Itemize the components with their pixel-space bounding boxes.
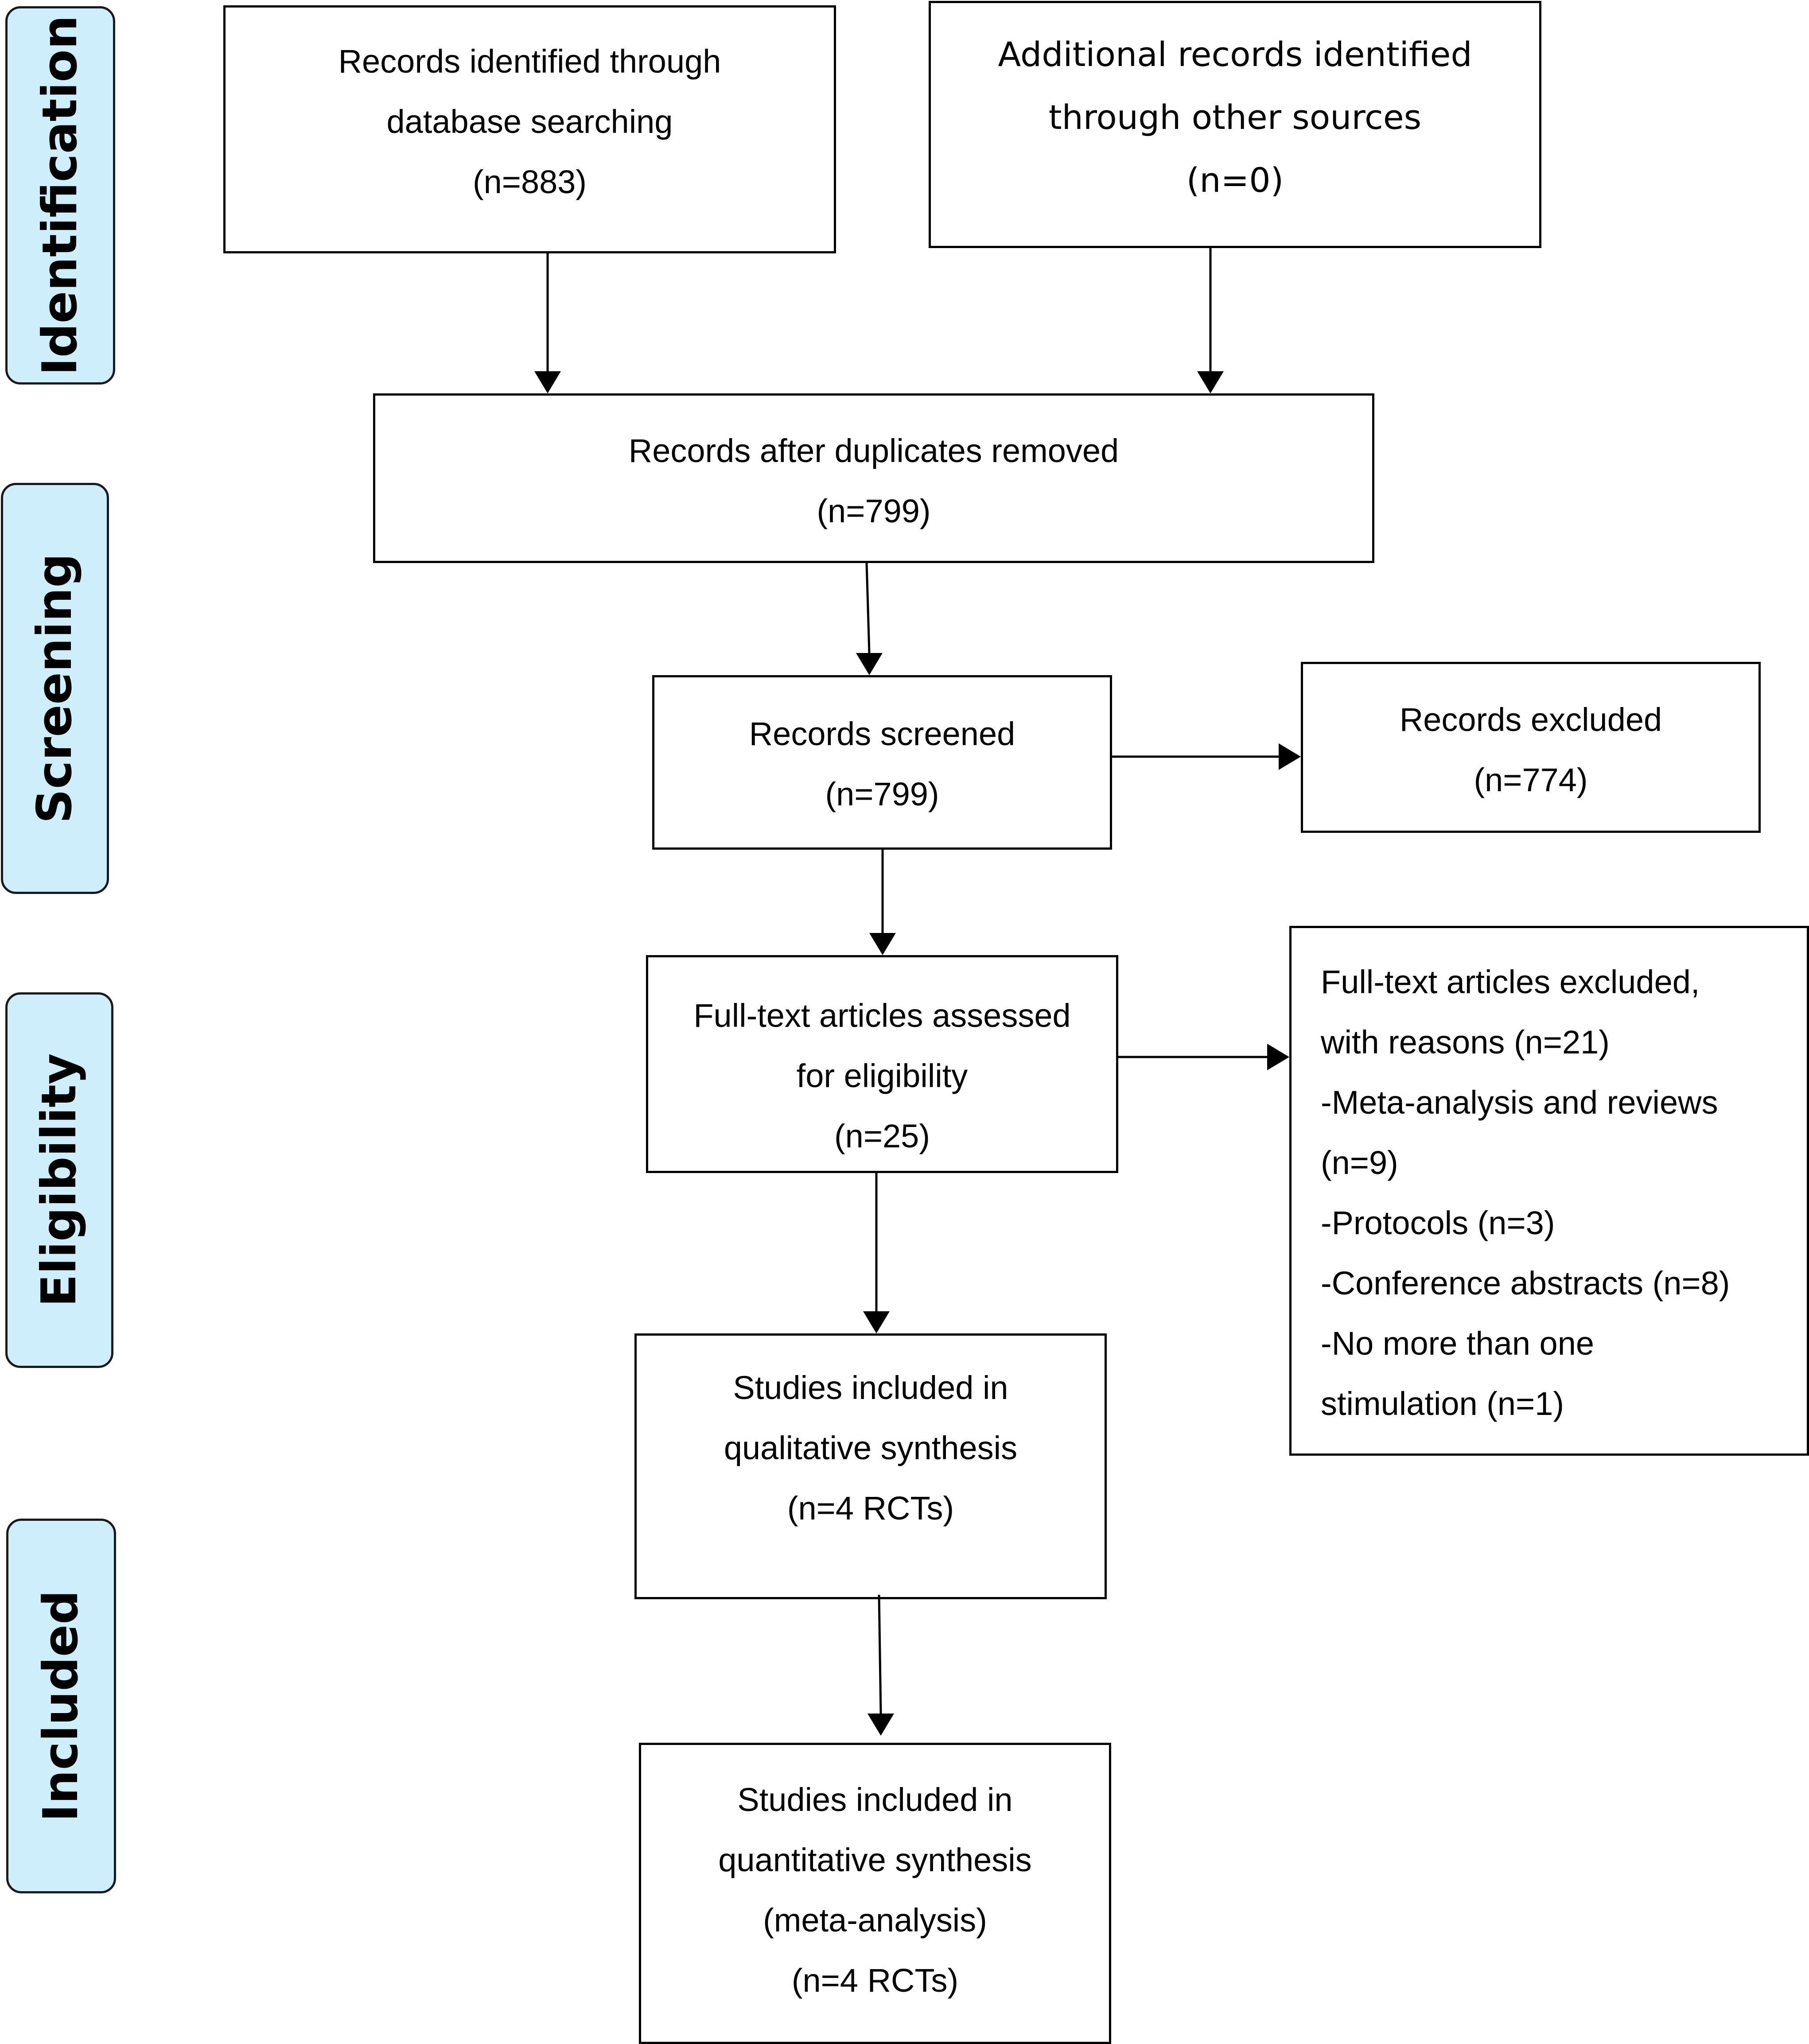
box-text-line: -Meta-analysis and reviews [1321,1084,1718,1121]
records-screened-box: Records screened (n=799) [652,675,1112,850]
box-text-line: (n=774) [1474,762,1588,798]
arrow-duplicates-to-screened [865,563,871,653]
box-text-line: (n=25) [834,1118,930,1154]
duplicates-removed-box: Records after duplicates removed (n=799) [373,393,1374,563]
qualitative-synthesis-box: Studies included in qualitative synthesi… [634,1333,1107,1599]
phase-screening: Screening [1,483,109,894]
database-records-box: Records identified through database sear… [223,5,836,253]
phase-included: Included [6,1519,116,1893]
box-text-line: database searching [386,103,673,140]
box-text-line: through other sources [1048,97,1422,137]
records-excluded-box: Records excluded (n=774) [1301,662,1761,833]
box-text-line: qualitative synthesis [724,1430,1018,1466]
box-text-line: (n=4 RCTs) [787,1490,954,1527]
fulltext-assessed-box: Full-text articles assessed for eligibil… [646,955,1118,1173]
box-text-line: -Protocols (n=3) [1321,1205,1555,1241]
fulltext-excluded-box: Full-text articles excluded, with reason… [1289,926,1809,1456]
box-text-line: Studies included in [737,1781,1013,1818]
box-text-line: (n=799) [817,493,931,529]
other-sources-box: Additional records identified through ot… [929,1,1541,248]
box-text-line: (n=4 RCTs) [791,1962,959,1999]
box-text-line: Records identified through [338,43,721,80]
phase-eligibility: Eligibility [5,992,113,1368]
box-text-line: -No more than one [1321,1325,1595,1362]
quantitative-synthesis-box: Studies included in quantitative synthes… [639,1743,1111,2044]
box-text-line: Records excluded [1399,701,1662,738]
box-text-line: (n=9) [1321,1144,1398,1181]
box-text-line: quantitative synthesis [718,1842,1032,1878]
box-text-line: for eligibility [796,1057,968,1094]
box-text-line: Additional records identified [998,35,1472,74]
arrow-qualitative-to-quantitative [878,1594,882,1714]
box-text-line: (n=799) [825,776,939,812]
box-text-line: (n=883) [472,163,587,200]
box-text-line: (meta-analysis) [763,1902,987,1939]
box-text-line: stimulation (n=1) [1321,1385,1564,1422]
phase-identification: Identification [5,6,115,385]
box-text-line: with reasons (n=21) [1321,1024,1610,1061]
box-text-line: Full-text articles assessed [693,997,1071,1034]
box-text-line: Records after duplicates removed [628,432,1119,469]
box-text-line: (n=0) [1186,160,1284,200]
box-text-line: Studies included in [733,1369,1008,1406]
box-text-line: Full-text articles excluded, [1321,964,1700,1000]
box-text-line: -Conference abstracts (n=8) [1321,1265,1730,1302]
box-text-line: Records screened [749,715,1015,752]
